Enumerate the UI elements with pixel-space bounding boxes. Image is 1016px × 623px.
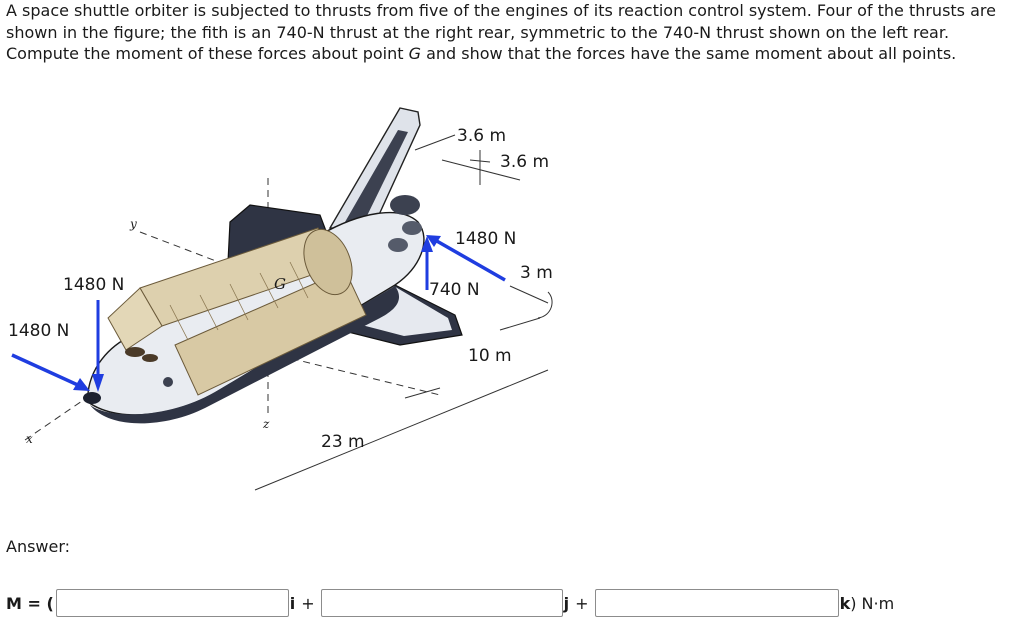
- force-arrows: [11, 235, 506, 392]
- unit-suffix: ) N·m: [850, 593, 895, 613]
- j-unit: j: [563, 593, 570, 613]
- answer-label: Answer:: [6, 537, 71, 556]
- plus-sign-2: +: [575, 593, 589, 613]
- answer-row: M = ( i + j + k ) N·m: [6, 586, 894, 620]
- point-g-label: G: [274, 275, 286, 293]
- shuttle-figure: 3.6 m 3.6 m 1480 N 3 m 740 N 10 m 1480 N…: [8, 107, 553, 491]
- k-unit: k: [839, 593, 851, 613]
- force-label-nose-blue: 1480 N: [8, 321, 69, 341]
- m-prefix: M = (: [6, 593, 54, 613]
- dim-label-1: 3.6 m: [457, 126, 506, 146]
- axis-label-y: y: [129, 217, 137, 231]
- dim-label-5: 23 m: [321, 432, 365, 452]
- force-label-rear-up: 740 N: [429, 280, 480, 300]
- plus-sign-1: +: [301, 593, 315, 613]
- dim-label-4: 10 m: [468, 346, 512, 366]
- engine-pods: [388, 195, 422, 252]
- bay-ribs: [169, 261, 309, 341]
- problem-text-1: A space shuttle orbiter is subjected to …: [6, 1, 996, 63]
- k-component-input[interactable]: [594, 589, 839, 617]
- payload-bay-doors: [107, 227, 367, 396]
- problem-point-g: G: [408, 44, 421, 63]
- force-label-rear-blue: 1480 N: [455, 229, 516, 249]
- j-component-input[interactable]: [320, 589, 563, 617]
- axis-label-z: z: [262, 417, 270, 431]
- tail-stripe: [345, 130, 408, 226]
- problem-text-2: and show that the forces have the same m…: [420, 44, 957, 63]
- axis-label-x: x: [26, 432, 33, 446]
- problem-statement: A space shuttle orbiter is subjected to …: [6, 0, 1012, 65]
- bay-bulkhead: [303, 228, 353, 296]
- dim-label-2: 3.6 m: [500, 152, 549, 172]
- force-label-nose-down: 1480 N: [63, 275, 124, 295]
- dimension-lines: [254, 134, 553, 491]
- i-unit: i: [289, 593, 296, 613]
- i-component-input[interactable]: [55, 589, 289, 617]
- dim-label-3: 3 m: [520, 263, 553, 283]
- nose-details: [83, 347, 173, 404]
